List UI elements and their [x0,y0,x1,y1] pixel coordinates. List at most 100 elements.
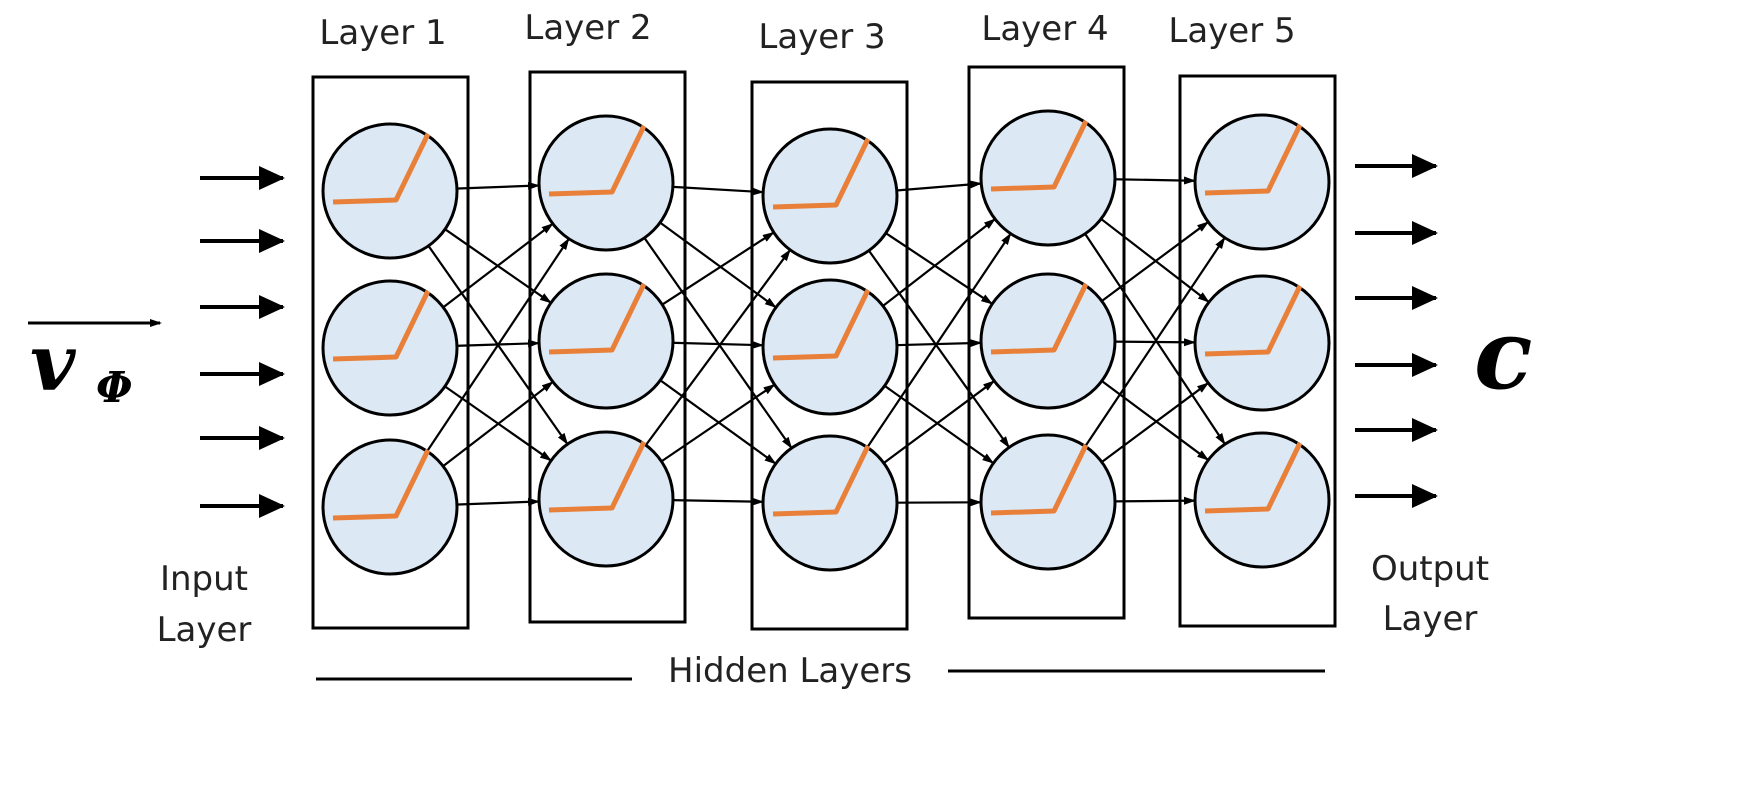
hidden-layers-label: Hidden Layers [668,651,912,691]
connection-arrow-l2n2-l3n3 [658,378,777,465]
neuron-circle [537,272,675,410]
relu-activation-icon [772,137,871,210]
input-layer-label-line1: Input [160,559,248,599]
connection-arrow-l1n2-l2n2 [454,339,541,348]
neuron-l2-n3 [537,430,675,568]
connection-arrow-l3n1-l4n1 [894,180,983,192]
neuron-l1-n1 [321,122,459,260]
relu-activation-icon [332,448,431,521]
connection-arrow-l3n2-l4n1 [880,218,996,309]
neuron-circle [979,272,1117,410]
input-symbol: v Φ [28,318,162,412]
neuron-circle [321,279,459,417]
layer-5-title: Layer 5 [1168,11,1295,51]
connection-arrow-l4n2-l5n3 [1099,378,1210,461]
layer-1-box [311,75,470,630]
connection-arrow-l1n3-l2n3 [454,497,541,506]
layer-3-title: Layer 3 [758,17,885,57]
connection-arrow-l2n2-l3n1 [659,231,775,307]
output-layer-label-line2: Layer [1383,599,1478,639]
connection-arrow-l2n1-l3n3 [642,235,793,449]
connection-arrow-l2n3-l3n2 [659,384,776,464]
layer-2-title: Layer 2 [524,8,651,48]
neuron-l3-n1 [761,127,899,265]
connection-arrow-l2n3-l3n1 [643,249,791,448]
relu-activation-icon [990,282,1089,355]
layer-3-box [750,80,909,631]
neuron-l4-n2 [979,272,1117,410]
connection-arrow-l4n1-l5n3 [1083,231,1226,446]
connection-arrow-l4n2-l5n1 [1099,221,1210,304]
neuron-l4-n1 [979,109,1117,247]
connection-arrow-l4n1-l5n1 [1112,176,1197,185]
neuron-l4-n3 [979,433,1117,571]
neuron-l5-n1 [1193,113,1331,251]
connection-arrow-l3n1-l4n2 [883,231,994,305]
connection-arrow-l4n2-l5n2 [1112,338,1197,347]
connection-arrow-l4n3-l5n1 [1083,236,1226,449]
relu-activation-icon [1204,441,1303,514]
connection-arrow-l3n3-l4n1 [865,232,1012,450]
connections [425,176,1226,507]
connection-arrow-l1n1-l2n1 [454,181,541,190]
relu-activation-icon [990,443,1089,516]
neuron-l3-n3 [761,434,899,572]
connection-arrow-l2n1-l3n1 [670,185,765,196]
connection-arrow-l3n3-l4n2 [881,380,996,466]
neurons [321,109,1331,576]
layer-1-title: Layer 1 [319,13,446,53]
connection-arrow-l1n3-l2n1 [425,237,570,454]
input-symbol-main: v [30,318,77,409]
neuron-l3-n2 [761,278,899,416]
relu-activation-icon [332,289,431,362]
io-arrows [200,154,1438,518]
neuron-circle [761,127,899,265]
neuron-circle [761,278,899,416]
neuron-circle [979,109,1117,247]
neuron-l5-n3 [1193,431,1331,569]
neuron-circle [1193,431,1331,569]
neuron-circle [321,122,459,260]
relu-activation-icon [548,124,647,197]
connection-arrow-l3n1-l4n3 [866,248,1010,449]
layer-4-title: Layer 4 [981,9,1108,49]
relu-activation-icon [548,282,647,355]
relu-activation-icon [332,132,431,205]
connection-arrow-l4n3-l5n2 [1099,382,1210,465]
relu-activation-icon [1204,123,1303,196]
input-symbol-subscript: Φ [96,363,133,412]
output-symbol: c [1474,298,1532,411]
neuron-circle [537,430,675,568]
connection-arrow-l4n3-l5n3 [1112,496,1197,505]
relu-activation-icon [1204,284,1303,357]
connection-arrow-l2n2-l3n2 [670,340,765,349]
neuron-circle [979,433,1117,571]
neuron-l2-n1 [537,114,675,252]
connection-arrow-l1n2-l2n3 [442,384,552,462]
neuron-circle [1193,113,1331,251]
input-layer-label-line2: Layer [157,610,252,650]
connection-arrow-l1n2-l2n1 [440,223,554,310]
neuron-circle [537,114,675,252]
connection-arrow-l4n1-l5n2 [1098,216,1210,303]
relu-activation-icon [990,119,1089,192]
neuron-circle [1193,274,1331,412]
relu-activation-icon [772,288,871,361]
neuron-l1-n3 [321,438,459,576]
connection-arrow-l2n1-l3n2 [657,220,777,309]
layer-titles: Layer 1 Layer 2 Layer 3 Layer 4 Layer 5 [319,8,1295,57]
hidden-layers-bracket: Hidden Layers [316,651,1325,691]
relu-activation-icon [548,440,647,513]
neuron-circle [321,438,459,576]
layer-5-box [1178,74,1337,628]
connection-arrow-l2n3-l3n3 [670,497,765,506]
neuron-circle [761,434,899,572]
neuron-l2-n2 [537,272,675,410]
relu-activation-icon [772,444,871,517]
connection-arrow-l1n3-l2n2 [440,381,554,469]
neuron-l5-n2 [1193,274,1331,412]
neuron-l1-n2 [321,279,459,417]
output-layer-label-line1: Output [1371,549,1489,589]
